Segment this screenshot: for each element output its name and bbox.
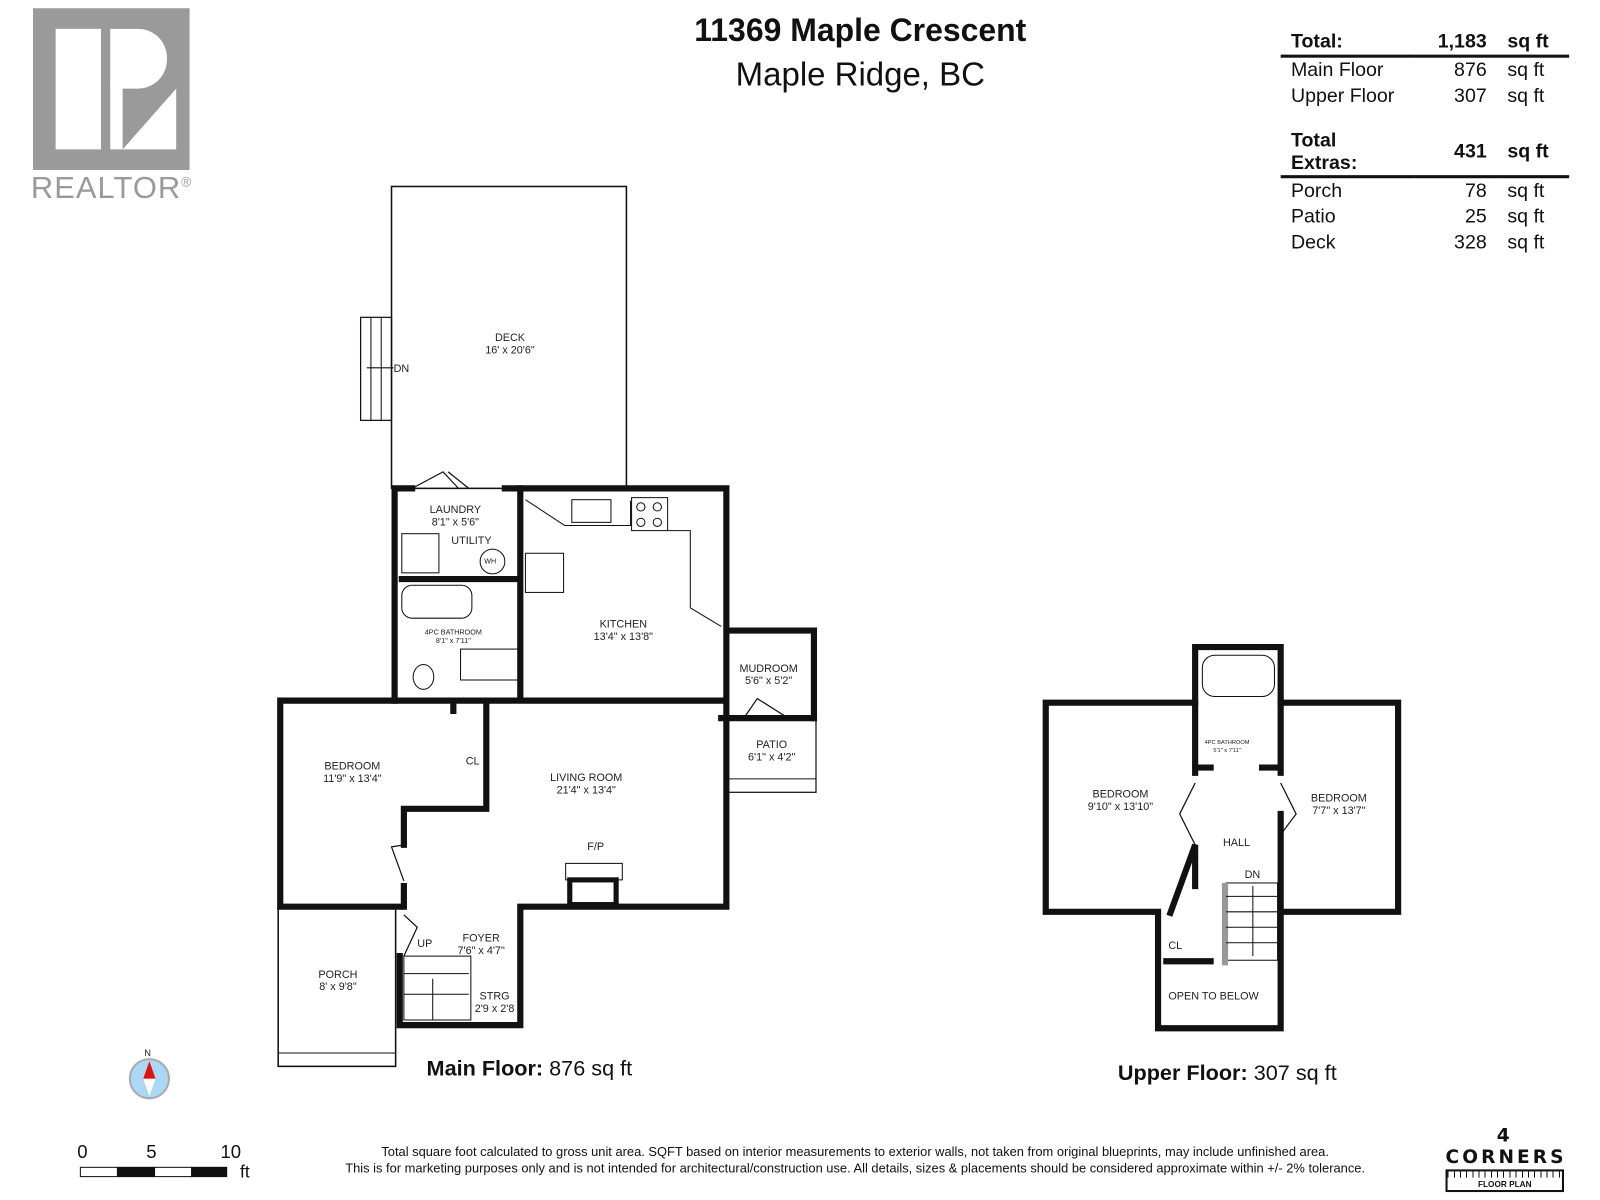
room-label-hall: HALL [1222, 836, 1251, 849]
property-city: Maple Ridge, BC [735, 55, 985, 93]
upper-closet-label: CL [1168, 939, 1183, 952]
scale-bar [79, 1166, 228, 1178]
room-label-utility: UTILITY [451, 534, 492, 548]
deck-stairs [359, 316, 393, 421]
total-extras-row: Total Extras: 431 sq ft [1280, 129, 1570, 179]
realtor-logo-icon [32, 8, 190, 170]
scale-tick-10: 10 [220, 1141, 242, 1163]
four-corners-logo: 4 CORNERS FLOOR PLAN [1445, 1125, 1564, 1193]
property-address: 11369 Maple Crescent [694, 12, 1027, 49]
upper-floor-caption: Upper Floor: 307 sq ft [1117, 1061, 1337, 1085]
porch-outline [277, 905, 397, 1068]
deck-stairs-down-label: DN [393, 362, 410, 376]
total-row: Total: 1,183 sq ft [1280, 28, 1570, 58]
disclaimer: Total square foot calculated to gross un… [345, 1144, 1366, 1176]
stairs-down-label: DN [1244, 868, 1261, 881]
stairs-up-label: UP [417, 937, 433, 950]
main-floor-caption: Main Floor: 876 sq ft [426, 1057, 633, 1081]
scale-tick-0: 0 [77, 1141, 88, 1163]
compass-icon [128, 1058, 170, 1100]
open-to-below-label: OPEN TO BELOW [1168, 990, 1259, 1003]
compass-north-label: N [144, 1047, 151, 1059]
scale-tick-5: 5 [146, 1141, 157, 1163]
closet-label: CL [465, 755, 480, 768]
water-heater-label: WH [484, 558, 497, 566]
patio-outline [725, 717, 817, 793]
realtor-wordmark: REALTOR® [30, 171, 193, 206]
fireplace-label: F/P [587, 840, 605, 854]
scale-unit: ft [240, 1162, 250, 1182]
